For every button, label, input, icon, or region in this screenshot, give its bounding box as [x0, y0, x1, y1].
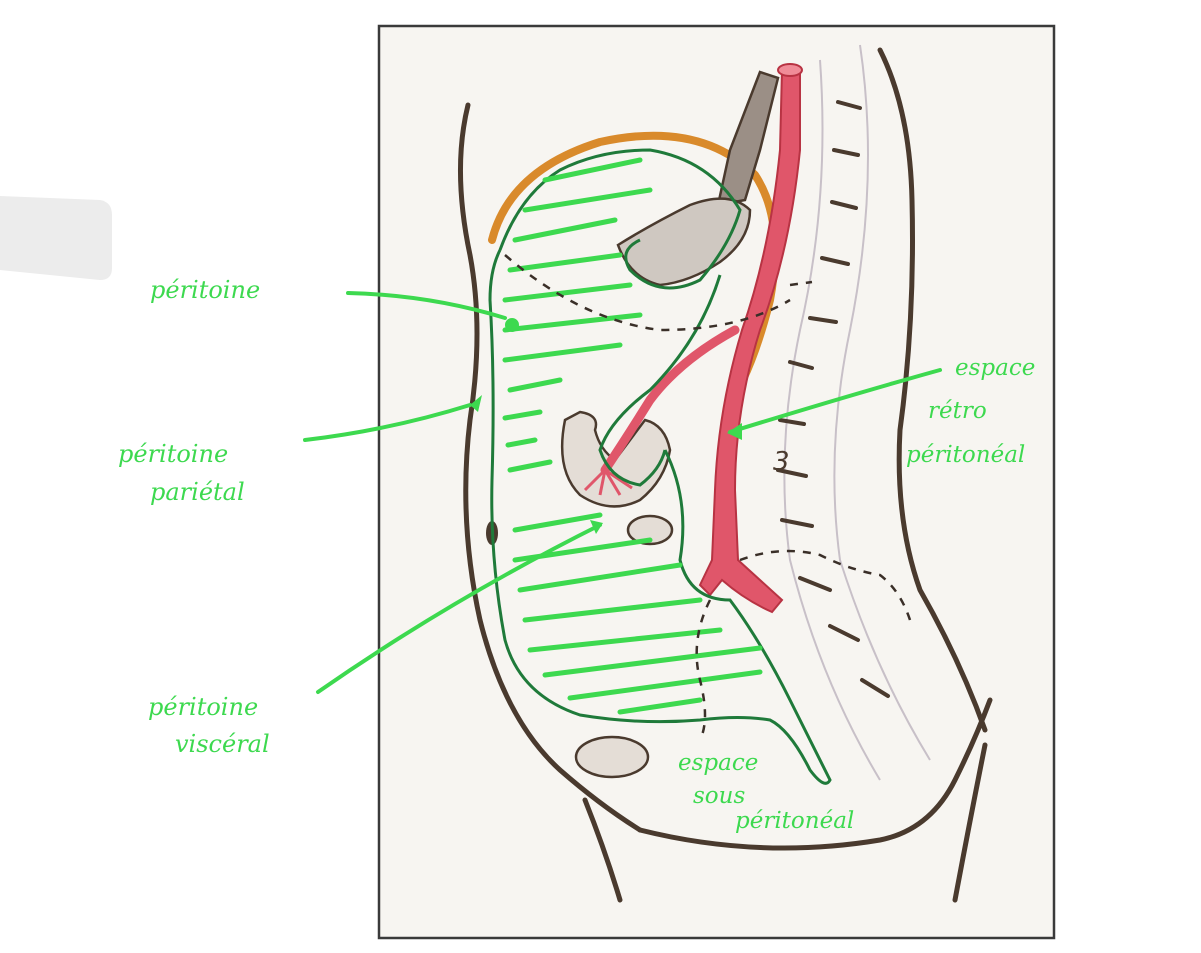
vertebra-marks: [776, 100, 890, 698]
arrow-visceral: [316, 523, 602, 694]
peritoneal-cavity-hatching: [502, 157, 763, 715]
bladder-section: [574, 735, 650, 779]
label-sous-line3: péritonéal: [735, 808, 854, 834]
peritoneum-outline: [488, 148, 832, 785]
aorta-top: [777, 63, 803, 77]
arrow-retro: [728, 368, 942, 434]
label-retro-line1: espace: [955, 355, 1035, 381]
label-retro-line2: rétro: [928, 398, 987, 424]
arrow-heads: [470, 318, 742, 534]
label-peritoine-visceral-line2: viscéral: [175, 730, 270, 758]
stomach: [616, 197, 752, 287]
thigh-outline: [952, 742, 988, 903]
pelvis-outline: [637, 697, 993, 851]
label-peritoine: péritoine: [150, 276, 260, 304]
label-peritoine-parietal-line1: péritoine: [118, 440, 228, 468]
label-peritoine-visceral-line1: péritoine: [148, 693, 258, 721]
esophagus: [716, 70, 780, 207]
mesenteric-branches: [583, 468, 633, 496]
back-outline: [877, 47, 988, 733]
label-sous-line2: sous: [693, 783, 745, 809]
vertebra-number: 3: [773, 447, 790, 477]
mesenteric-artery: [600, 325, 740, 475]
label-retro-line3: péritonéal: [906, 442, 1025, 468]
annotation-arrows: [303, 291, 942, 694]
small-intestine-section: [626, 514, 674, 546]
label-peritoine-parietal-line2: pariétal: [150, 478, 245, 506]
arrow-peritoine: [346, 291, 507, 320]
lower-body-outline: [582, 797, 623, 903]
label-sous-line1: espace: [678, 750, 758, 776]
arrow-parietal: [303, 403, 472, 442]
spine-posterior-line: [833, 44, 931, 761]
spine-anterior-line: [783, 59, 881, 781]
background-tab: [0, 196, 112, 280]
dashed-reference-lines: [504, 254, 912, 741]
abdominal-wall-outline: [457, 102, 643, 833]
